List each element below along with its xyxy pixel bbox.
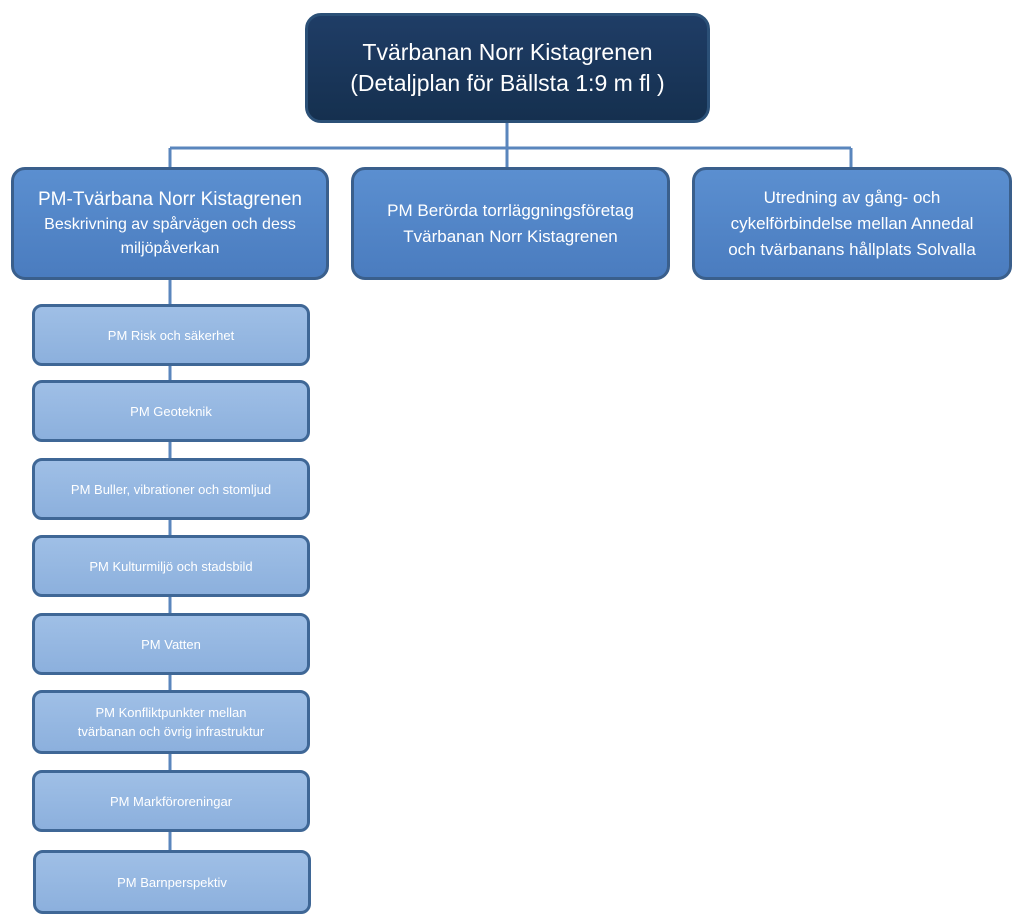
branch-1-line-2: Beskrivning av spårvägen och dess (44, 216, 296, 233)
branch-node-pm-tvarbana: PM-Tvärbana Norr Kistagrenen Beskrivning… (11, 167, 329, 280)
branch-node-pm-torrlaggning: PM Berörda torrläggningsföretag Tvärbana… (351, 167, 670, 280)
sub-node-vatten: PM Vatten (32, 613, 310, 675)
root-title: Tvärbanan Norr Kistagrenen (362, 39, 653, 65)
sub-node-geoteknik: PM Geoteknik (32, 380, 310, 442)
sub-node-kulturmiljo: PM Kulturmiljö och stadsbild (32, 535, 310, 597)
sub-3-label: PM Buller, vibrationer och stomljud (70, 481, 272, 497)
branch-3-line-2: cykelförbindelse mellan Annedal (730, 213, 974, 233)
sub-8-label: PM Barnperspektiv (117, 874, 227, 890)
sub-6-line-1: PM Konfliktpunkter mellan (95, 705, 247, 720)
sub-4-label: PM Kulturmiljö och stadsbild (89, 558, 253, 574)
sub-6-line-2: tvärbanan och övrig infrastruktur (77, 724, 265, 739)
sub-node-buller: PM Buller, vibrationer och stomljud (32, 458, 310, 520)
branch-1-line-3: miljöpåverkan (120, 240, 220, 257)
sub-7-label: PM Markföroreningar (109, 793, 233, 809)
branch-3-line-1: Utredning av gång- och (763, 187, 941, 207)
branch-3-line-3: och tvärbanans hållplats Solvalla (728, 239, 976, 259)
sub-5-label: PM Vatten (141, 636, 201, 652)
sub-1-label: PM Risk och säkerhet (107, 327, 235, 343)
sub-node-barnperspektiv: PM Barnperspektiv (33, 850, 311, 914)
sub-node-risk-sakerhet: PM Risk och säkerhet (32, 304, 310, 366)
branch-2-line-1: PM Berörda torrläggningsföretag (387, 200, 634, 220)
branch-1-title: PM-Tvärbana Norr Kistagrenen (38, 189, 302, 210)
root-node: Tvärbanan Norr Kistagrenen (Detaljplan f… (305, 13, 710, 123)
sub-2-label: PM Geoteknik (130, 403, 212, 419)
sub-node-konfliktpunkter: PM Konfliktpunkter mellan tvärbanan och … (32, 690, 310, 754)
sub-node-markfororeningar: PM Markföroreningar (32, 770, 310, 832)
root-subtitle: (Detaljplan för Bällsta 1:9 m fl ) (350, 70, 665, 96)
branch-node-utredning-gang-cykel: Utredning av gång- och cykelförbindelse … (692, 167, 1012, 280)
branch-2-line-2: Tvärbanan Norr Kistagrenen (403, 226, 618, 246)
